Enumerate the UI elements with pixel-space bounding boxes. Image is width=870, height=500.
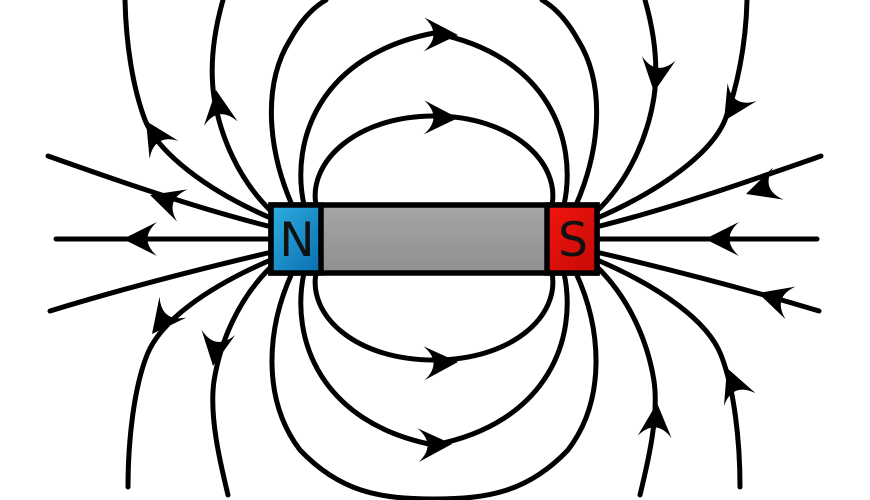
field-line-loop-top-outer-right	[539, 0, 600, 208]
field-line-lower-left-shallow	[47, 249, 275, 314]
magnet-south-pole	[544, 202, 600, 276]
arrow-icon	[758, 286, 796, 320]
field-line-lower-right-steep	[592, 262, 658, 498]
arrow-icon	[423, 17, 458, 52]
pole-labels: N S	[279, 213, 588, 268]
arrow-icon	[203, 90, 238, 127]
arrow-icon	[417, 428, 452, 463]
arrow-icon	[724, 83, 757, 121]
field-line-upper-left-mid	[122, 0, 276, 222]
bar-magnet	[268, 202, 600, 276]
arrow-icon	[637, 403, 672, 439]
arrow-icon	[201, 329, 236, 366]
field-line-loop-bottom-outer	[269, 270, 599, 500]
arrow-icon	[423, 346, 458, 381]
arrow-icon	[123, 222, 157, 256]
arrow-icon	[423, 100, 458, 135]
field-line-upper-left-shallow	[45, 153, 275, 230]
field-line-lower-right-shallow	[593, 249, 822, 314]
arrow-icon	[152, 296, 187, 334]
magnet-north-pole	[268, 202, 324, 276]
field-line-loop-top-outer-left	[268, 0, 329, 208]
field-arrows	[123, 17, 796, 463]
arrow-icon	[150, 189, 188, 222]
north-pole-label: N	[279, 213, 314, 268]
arrow-icon	[723, 368, 756, 406]
field-line-lower-left-steep	[210, 262, 276, 498]
field-line-lower-left-mid	[125, 256, 276, 490]
field-line-upper-right-steep	[592, 0, 659, 216]
field-line-upper-right-shallow	[593, 153, 824, 230]
arrow-icon	[705, 222, 739, 256]
arrow-icon	[641, 55, 676, 92]
south-pole-label: S	[558, 213, 588, 268]
arrow-icon	[146, 121, 179, 159]
field-line-lower-right-mid	[592, 256, 743, 490]
arrow-icon	[746, 167, 784, 200]
